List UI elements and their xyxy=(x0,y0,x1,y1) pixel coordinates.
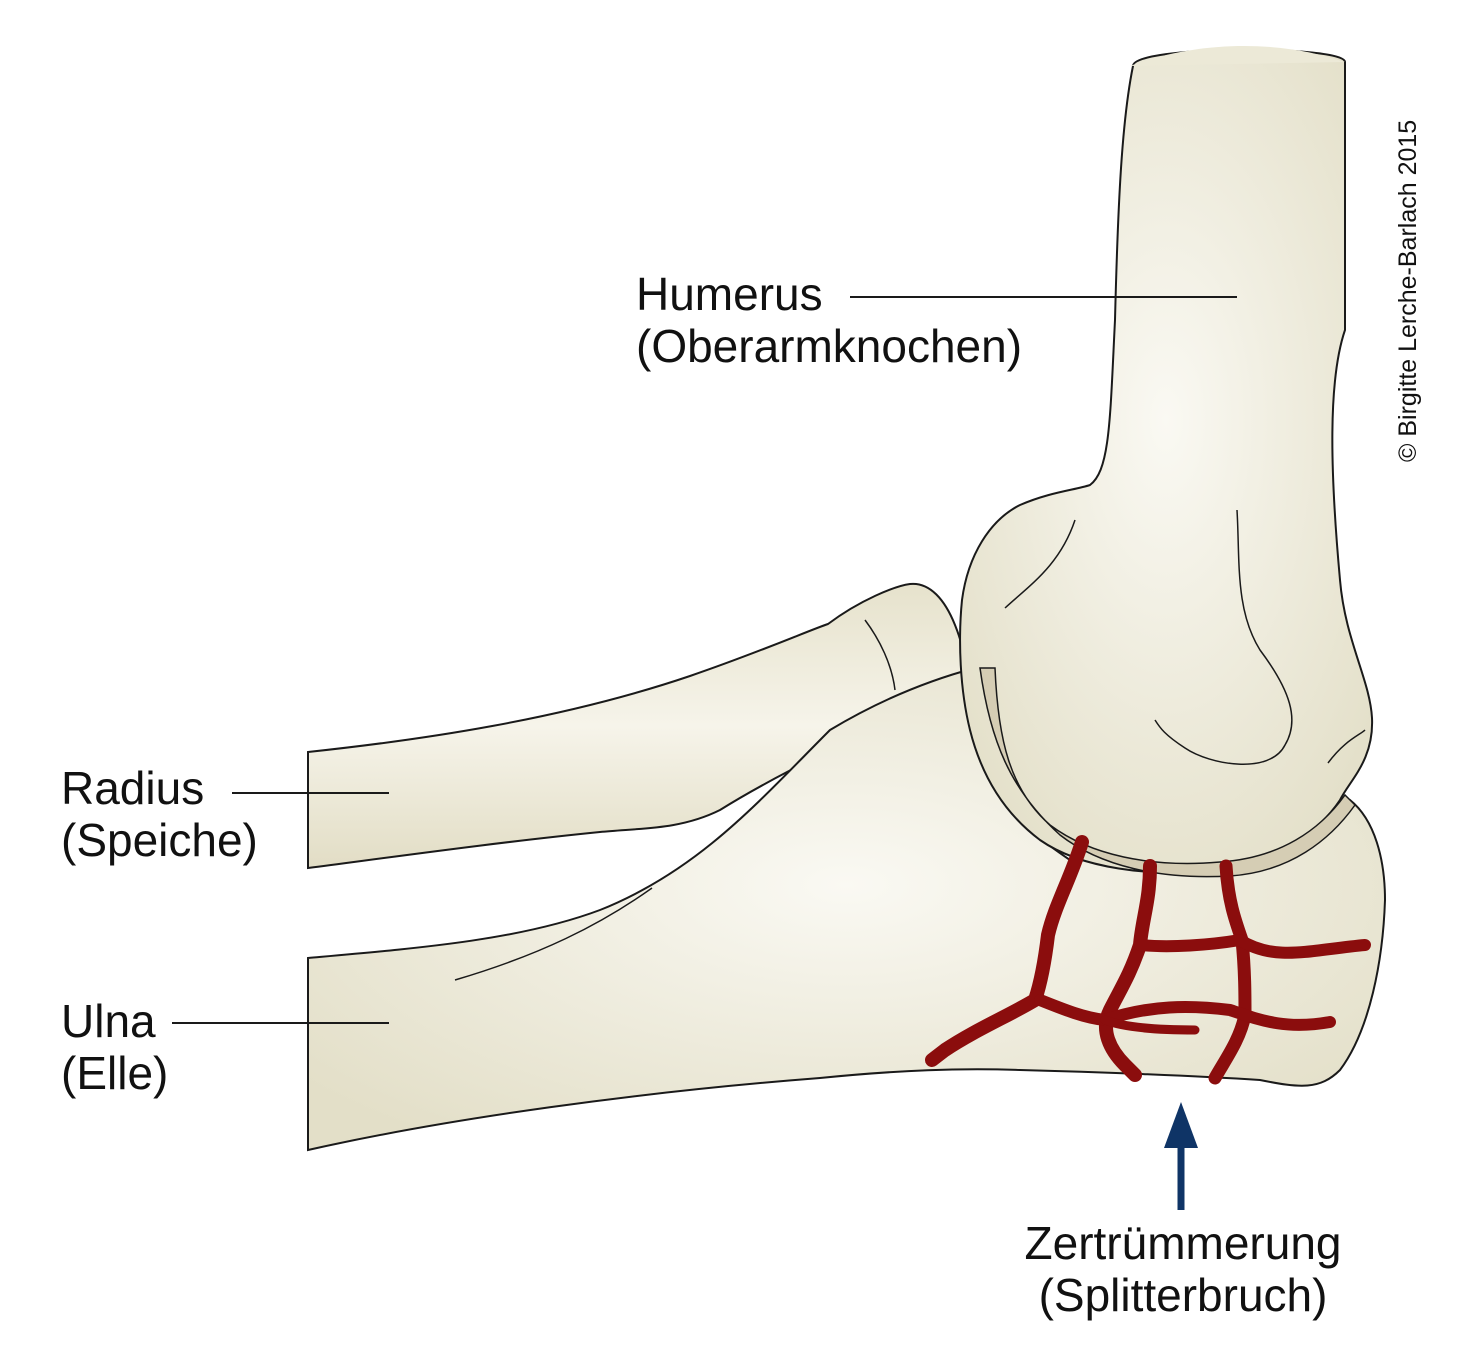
radius-translation: (Speiche) xyxy=(61,814,258,866)
radius-name: Radius xyxy=(61,762,258,814)
fracture-name: Zertrümmerung xyxy=(1008,1217,1358,1269)
ulna-label: Ulna (Elle) xyxy=(61,995,168,1099)
fracture-label: Zertrümmerung (Splitterbruch) xyxy=(1008,1217,1358,1321)
fracture-arrow xyxy=(1164,1102,1198,1210)
copyright-notice: © Birgitte Lerche-Barlach 2015 xyxy=(1394,120,1423,462)
radius-label: Radius (Speiche) xyxy=(61,762,258,866)
humerus-label: Humerus (Oberarmknochen) xyxy=(636,268,1022,372)
ulna-name: Ulna xyxy=(61,995,168,1047)
humerus-bone xyxy=(960,46,1372,873)
humerus-translation: (Oberarmknochen) xyxy=(636,320,1022,372)
fracture-translation: (Splitterbruch) xyxy=(1008,1269,1358,1321)
humerus-name: Humerus xyxy=(636,268,1022,320)
ulna-translation: (Elle) xyxy=(61,1047,168,1099)
